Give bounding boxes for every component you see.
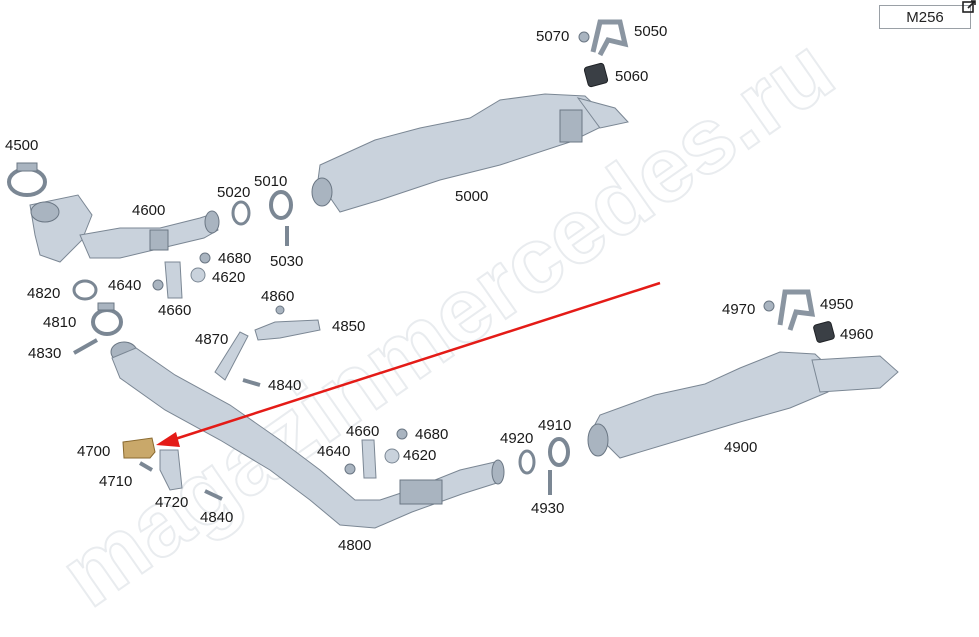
label-5010[interactable]: 5010: [254, 173, 287, 190]
label-4860[interactable]: 4860: [261, 288, 294, 305]
part-4620-rubber-lower[interactable]: [384, 448, 400, 464]
label-4500[interactable]: 4500: [5, 137, 38, 154]
label-4840-lower[interactable]: 4840: [200, 509, 233, 526]
label-4870[interactable]: 4870: [195, 331, 228, 348]
label-4660-lower[interactable]: 4660: [346, 423, 379, 440]
label-4830[interactable]: 4830: [28, 345, 61, 362]
watermark: magazinmercedes.ru: [42, 17, 852, 628]
part-4600-front-pipe[interactable]: [29, 194, 220, 263]
label-4620-lower[interactable]: 4620: [403, 447, 436, 464]
label-4950[interactable]: 4950: [820, 296, 853, 313]
label-4970[interactable]: 4970: [722, 301, 755, 318]
part-4910-clamp[interactable]: [548, 437, 570, 467]
part-4900-muffler[interactable]: [587, 351, 899, 459]
part-5070-nut[interactable]: [578, 31, 590, 43]
label-4640-lower[interactable]: 4640: [317, 443, 350, 460]
label-4710[interactable]: 4710: [99, 473, 132, 490]
label-4700[interactable]: 4700: [77, 443, 110, 460]
part-4500-clamp[interactable]: [7, 162, 47, 197]
part-4700-highlighted[interactable]: [122, 437, 156, 459]
label-4800[interactable]: 4800: [338, 537, 371, 554]
label-4840-upper[interactable]: 4840: [268, 377, 301, 394]
label-5060[interactable]: 5060: [615, 68, 648, 85]
label-4810[interactable]: 4810: [43, 314, 76, 331]
part-4720-bracket[interactable]: [159, 449, 183, 491]
part-4680-nut-lower[interactable]: [396, 428, 408, 440]
label-4680-lower[interactable]: 4680: [415, 426, 448, 443]
label-4600[interactable]: 4600: [132, 202, 165, 219]
part-4830-bolt[interactable]: [73, 338, 98, 355]
part-4870-bracket[interactable]: [214, 331, 249, 381]
model-label-box: M256: [879, 5, 971, 29]
part-5010-clamp[interactable]: [269, 190, 293, 220]
part-4640-nut-upper[interactable]: [152, 279, 164, 291]
part-4660-bracket-lower[interactable]: [361, 439, 377, 479]
edit-external-icon[interactable]: [962, 0, 976, 14]
label-4900[interactable]: 4900: [724, 439, 757, 456]
label-4850[interactable]: 4850: [332, 318, 365, 335]
part-4960-rubber-mount[interactable]: [813, 321, 835, 343]
part-4920-gasket-ring[interactable]: [518, 449, 536, 475]
red-pointer-arrow: [156, 281, 661, 447]
label-4930[interactable]: 4930: [531, 500, 564, 517]
label-4660-upper[interactable]: 4660: [158, 302, 191, 319]
part-4950-hanger[interactable]: [777, 289, 816, 331]
label-4680-upper[interactable]: 4680: [218, 250, 251, 267]
part-4620-rubber-upper[interactable]: [190, 267, 206, 283]
label-5050[interactable]: 5050: [634, 23, 667, 40]
part-4710-bolt[interactable]: [138, 461, 154, 472]
part-4680-nut-upper[interactable]: [199, 252, 211, 264]
part-5020-gasket-ring[interactable]: [231, 200, 251, 226]
label-4720[interactable]: 4720: [155, 494, 188, 511]
label-5000[interactable]: 5000: [455, 188, 488, 205]
part-4820-gasket-ring[interactable]: [72, 279, 98, 301]
part-5060-rubber-mount[interactable]: [583, 62, 609, 88]
label-4920[interactable]: 4920: [500, 430, 533, 447]
part-4860-bolt[interactable]: [275, 305, 285, 315]
label-5070[interactable]: 5070: [536, 28, 569, 45]
label-4820[interactable]: 4820: [27, 285, 60, 302]
part-5000-muffler[interactable]: [311, 93, 629, 213]
part-4640-nut-lower[interactable]: [344, 463, 356, 475]
svg-text:magazinmercedes.ru: magazinmercedes.ru: [43, 18, 851, 627]
part-4970-nut[interactable]: [763, 300, 775, 312]
part-4810-clamp[interactable]: [91, 302, 123, 336]
label-4960[interactable]: 4960: [840, 326, 873, 343]
label-5030[interactable]: 5030: [270, 253, 303, 270]
part-4800-intermediate-pipe[interactable]: [110, 341, 505, 529]
label-5020[interactable]: 5020: [217, 184, 250, 201]
label-4620-upper[interactable]: 4620: [212, 269, 245, 286]
part-5050-hanger[interactable]: [590, 19, 629, 57]
part-4850-bracket[interactable]: [254, 319, 321, 341]
part-4840-bolt-upper[interactable]: [242, 378, 261, 387]
part-4840-bolt-lower[interactable]: [204, 489, 223, 501]
label-4640-upper[interactable]: 4640: [108, 277, 141, 294]
part-4660-bracket-upper[interactable]: [164, 261, 183, 299]
label-4910[interactable]: 4910: [538, 417, 571, 434]
